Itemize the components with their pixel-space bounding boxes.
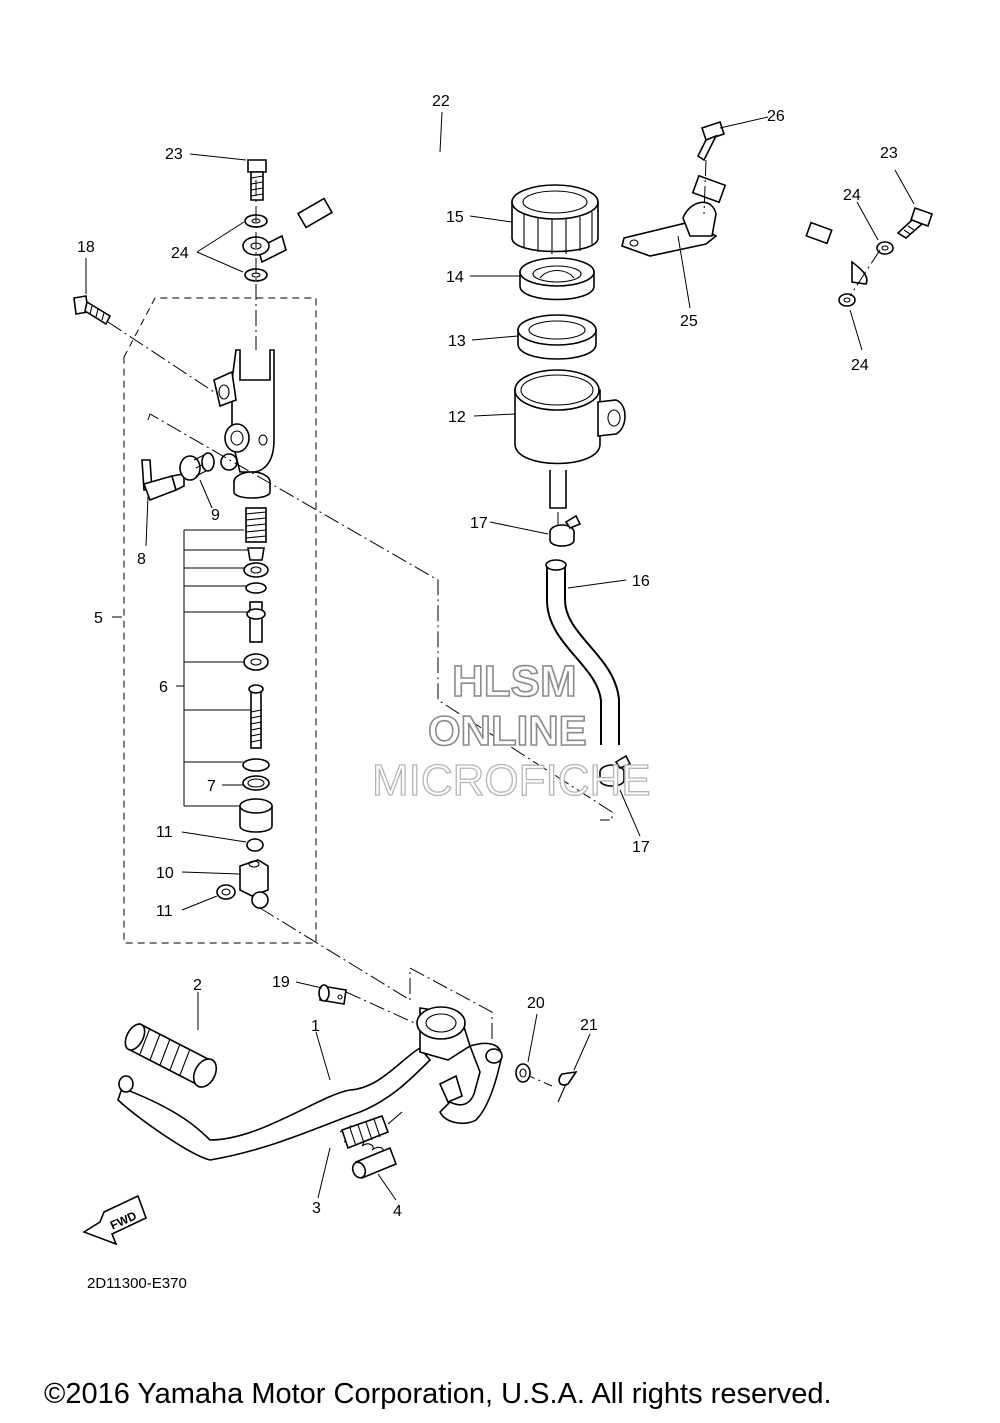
label-1: 1	[311, 1018, 320, 1035]
label-16: 16	[632, 573, 650, 590]
mounting-bolt	[73, 295, 112, 326]
label-11a: 11	[156, 824, 173, 841]
label-8: 8	[137, 551, 146, 568]
label-9: 9	[211, 507, 220, 524]
label-18: 18	[77, 239, 95, 256]
piston-kit	[239, 507, 273, 852]
label-17b: 17	[632, 839, 650, 856]
label-22: 22	[432, 93, 450, 110]
union-fitting	[179, 452, 215, 481]
hose-holder	[621, 120, 726, 257]
watermark-line1: HLSM	[452, 657, 577, 706]
pedal-rubber	[124, 1022, 218, 1088]
label-26: 26	[767, 108, 785, 125]
banjo-bolt-right	[896, 206, 934, 239]
label-6: 6	[159, 679, 168, 696]
pedal-washer	[515, 1063, 531, 1083]
master-cylinder-body	[213, 349, 275, 499]
label-14: 14	[446, 269, 464, 286]
label-17a: 17	[470, 515, 488, 532]
part-labels: 1 2 3 4 5 6 7 8 9 10 11 11 12 13 14 15 1…	[77, 93, 898, 1220]
hose-joint	[141, 459, 185, 502]
diagram-code: 2D11300-E370	[87, 1275, 187, 1292]
hose-clamp-upper	[549, 514, 582, 547]
label-19: 19	[272, 974, 290, 991]
label-24a: 24	[171, 245, 189, 262]
label-12: 12	[448, 409, 466, 426]
cotter-pin	[557, 1070, 578, 1103]
return-spring	[339, 1111, 403, 1153]
watermark-line3: MICROFICHE	[372, 756, 651, 805]
label-10: 10	[156, 865, 174, 882]
label-25: 25	[680, 313, 698, 330]
watermark-line2: ONLINE	[428, 707, 587, 754]
hose-clamp-lower	[599, 754, 632, 787]
fwd-arrow-icon: FWD	[82, 1194, 148, 1246]
clevis-pin	[318, 984, 347, 1005]
pedal-collar	[351, 1146, 398, 1180]
label-20: 20	[527, 995, 545, 1012]
centerlines	[107, 159, 881, 1087]
reservoir-tank	[514, 369, 626, 509]
brake-pedal	[117, 1006, 503, 1161]
label-21: 21	[580, 1017, 598, 1034]
copper-washers	[242, 214, 894, 307]
label-23b: 23	[880, 145, 898, 162]
label-11b: 11	[156, 903, 173, 920]
leader-lines	[85, 111, 915, 1201]
clevis	[216, 859, 269, 909]
watermark: HLSM ONLINE MICROFICHE	[371, 656, 651, 805]
label-7: 7	[207, 778, 216, 795]
label-2: 2	[193, 977, 202, 994]
banjo-bolt-left	[247, 159, 267, 201]
label-23a: 23	[165, 146, 183, 163]
reservoir-diaphragm	[517, 314, 597, 360]
reservoir-cap	[511, 184, 599, 254]
copyright-notice: ©2016 Yamaha Motor Corporation, U.S.A. A…	[44, 1378, 832, 1410]
label-5: 5	[94, 610, 103, 627]
diaphragm-plate	[519, 257, 595, 301]
label-3: 3	[312, 1200, 321, 1217]
label-4: 4	[393, 1203, 402, 1220]
label-13: 13	[448, 333, 466, 350]
label-15: 15	[446, 209, 464, 226]
label-24c: 24	[851, 357, 869, 374]
label-24b: 24	[843, 187, 861, 204]
